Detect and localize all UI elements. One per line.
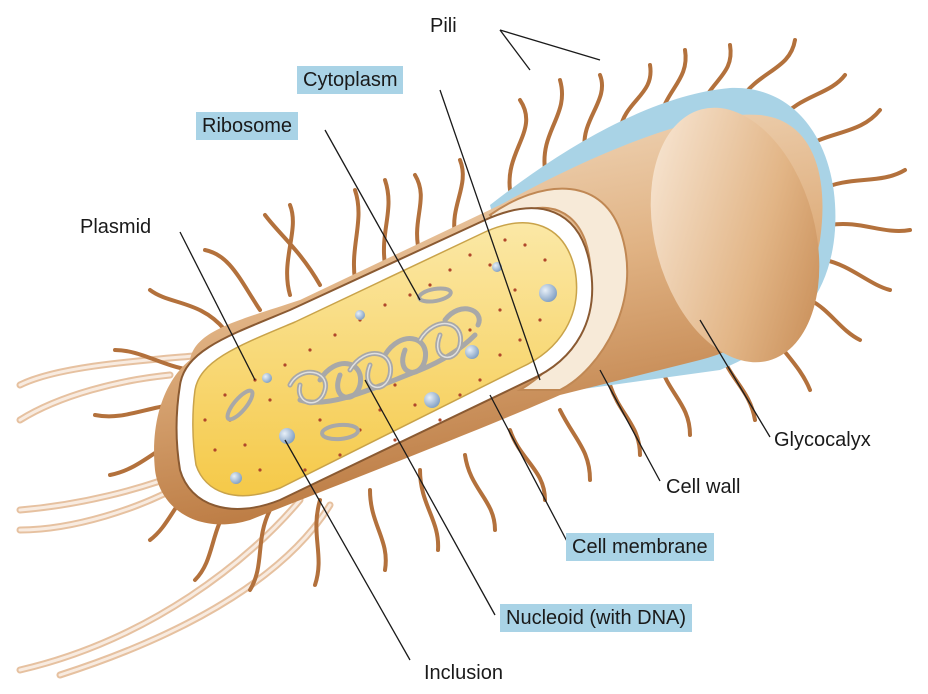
label-pili: Pili <box>430 14 457 38</box>
label-cell-wall: Cell wall <box>666 475 740 499</box>
label-glycocalyx: Glycocalyx <box>774 428 871 452</box>
label-cytoplasm: Cytoplasm <box>297 66 403 94</box>
label-plasmid: Plasmid <box>80 215 151 239</box>
label-nucleoid: Nucleoid (with DNA) <box>500 604 692 632</box>
label-ribosome: Ribosome <box>196 112 298 140</box>
label-cell-membrane: Cell membrane <box>566 533 714 561</box>
label-inclusion: Inclusion <box>424 661 503 685</box>
